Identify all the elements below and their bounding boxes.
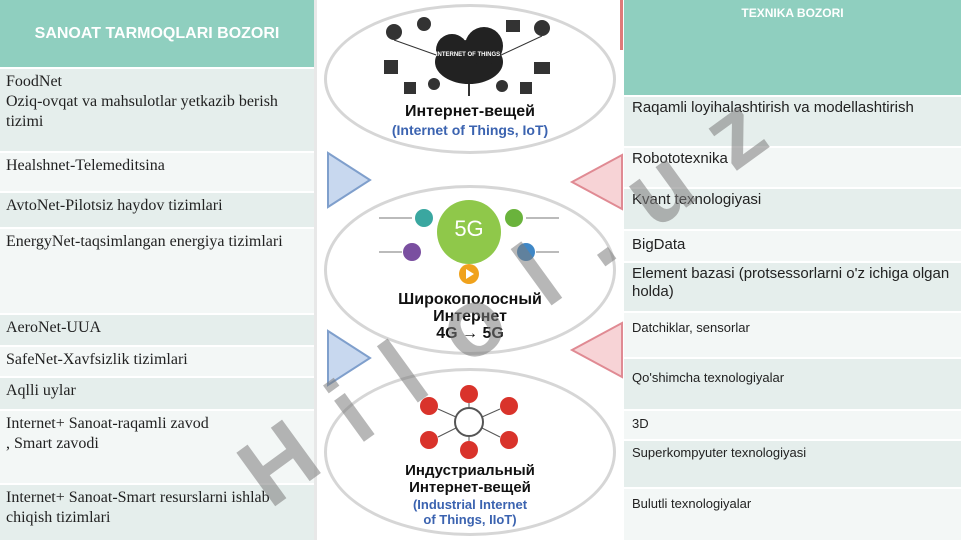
arrow-right-icon [327, 151, 372, 209]
industry-markets-table: SANOAT TARMOQLARI BOZORI FoodNet Oziq-ov… [0, 0, 314, 540]
table-row: Robototexnika [624, 146, 961, 187]
table-row: AvtoNet-Pilotsiz haydov tizimlari [0, 191, 314, 227]
table-row: Kvant texnologiyasi [624, 187, 961, 229]
iot-subtitle: (Internet of Things, IoT) [391, 122, 549, 138]
5g-diagram [379, 200, 559, 284]
table-row: Aqlli uylar [0, 376, 314, 409]
broadband-title-1: Широкополосный [398, 291, 542, 308]
cloud-label: INTERNET OF THINGS [435, 52, 501, 58]
table-row: Datchiklar, sensorlar [624, 311, 961, 357]
table-row: SafeNet-Xavfsizlik tizimlari [0, 345, 314, 376]
table-row: 3D [624, 409, 961, 439]
arrow-right-icon [327, 329, 372, 387]
broadband-title-2: Интернет [433, 308, 507, 325]
iot-title: Интернет-вещей [405, 103, 535, 120]
iiot-icons [420, 385, 518, 459]
table-row: Internet+ Sanoat-Smart resurslarni ishla… [0, 483, 314, 540]
arrow-left-icon [569, 153, 623, 211]
infographic-panel: INTERNET OF THINGS Интернет-вещей (Inter… [314, 0, 624, 540]
broadband-title-3: 4G → 5G [436, 325, 504, 342]
table-row: Qo'shimcha texnologiyalar [624, 357, 961, 409]
iiot-title-2: Интернет-вещей [409, 479, 531, 496]
table-row: Element bazasi (protsessorlarni o'z ichi… [624, 261, 961, 311]
table-row: EnergyNet-taqsimlangan energiya tizimlar… [0, 227, 314, 313]
table-row: Internet+ Sanoat-raqamli zavod , Smart z… [0, 409, 314, 483]
iiot-subtitle-1: (Industrial Internet [412, 497, 528, 512]
iiot-title-1: Индустриальный [405, 462, 535, 479]
table-row: Bulutli texnologiyalar [624, 487, 961, 540]
technology-market-header: TEXNIKA BOZORI [624, 0, 961, 95]
technology-market-table: TEXNIKA BOZORI Raqamli loyihalashtirish … [624, 0, 961, 540]
5g-badge: 5G [454, 216, 484, 241]
industry-markets-header: SANOAT TARMOQLARI BOZORI [0, 0, 314, 67]
table-row: Raqamli loyihalashtirish va modellashtir… [624, 95, 961, 146]
table-row: Superkompyuter texnologiyasi [624, 439, 961, 487]
table-row: Healshnet-Telemeditsina [0, 151, 314, 191]
table-row: BigData [624, 229, 961, 261]
iiot-subtitle-2: of Things, IIoT) [423, 512, 517, 527]
table-row: AeroNet-UUA [0, 313, 314, 345]
iot-icons [384, 17, 550, 96]
arrow-left-icon [569, 321, 623, 379]
table-row: FoodNet Oziq-ovqat va mahsulotlar yetkaz… [0, 67, 314, 151]
